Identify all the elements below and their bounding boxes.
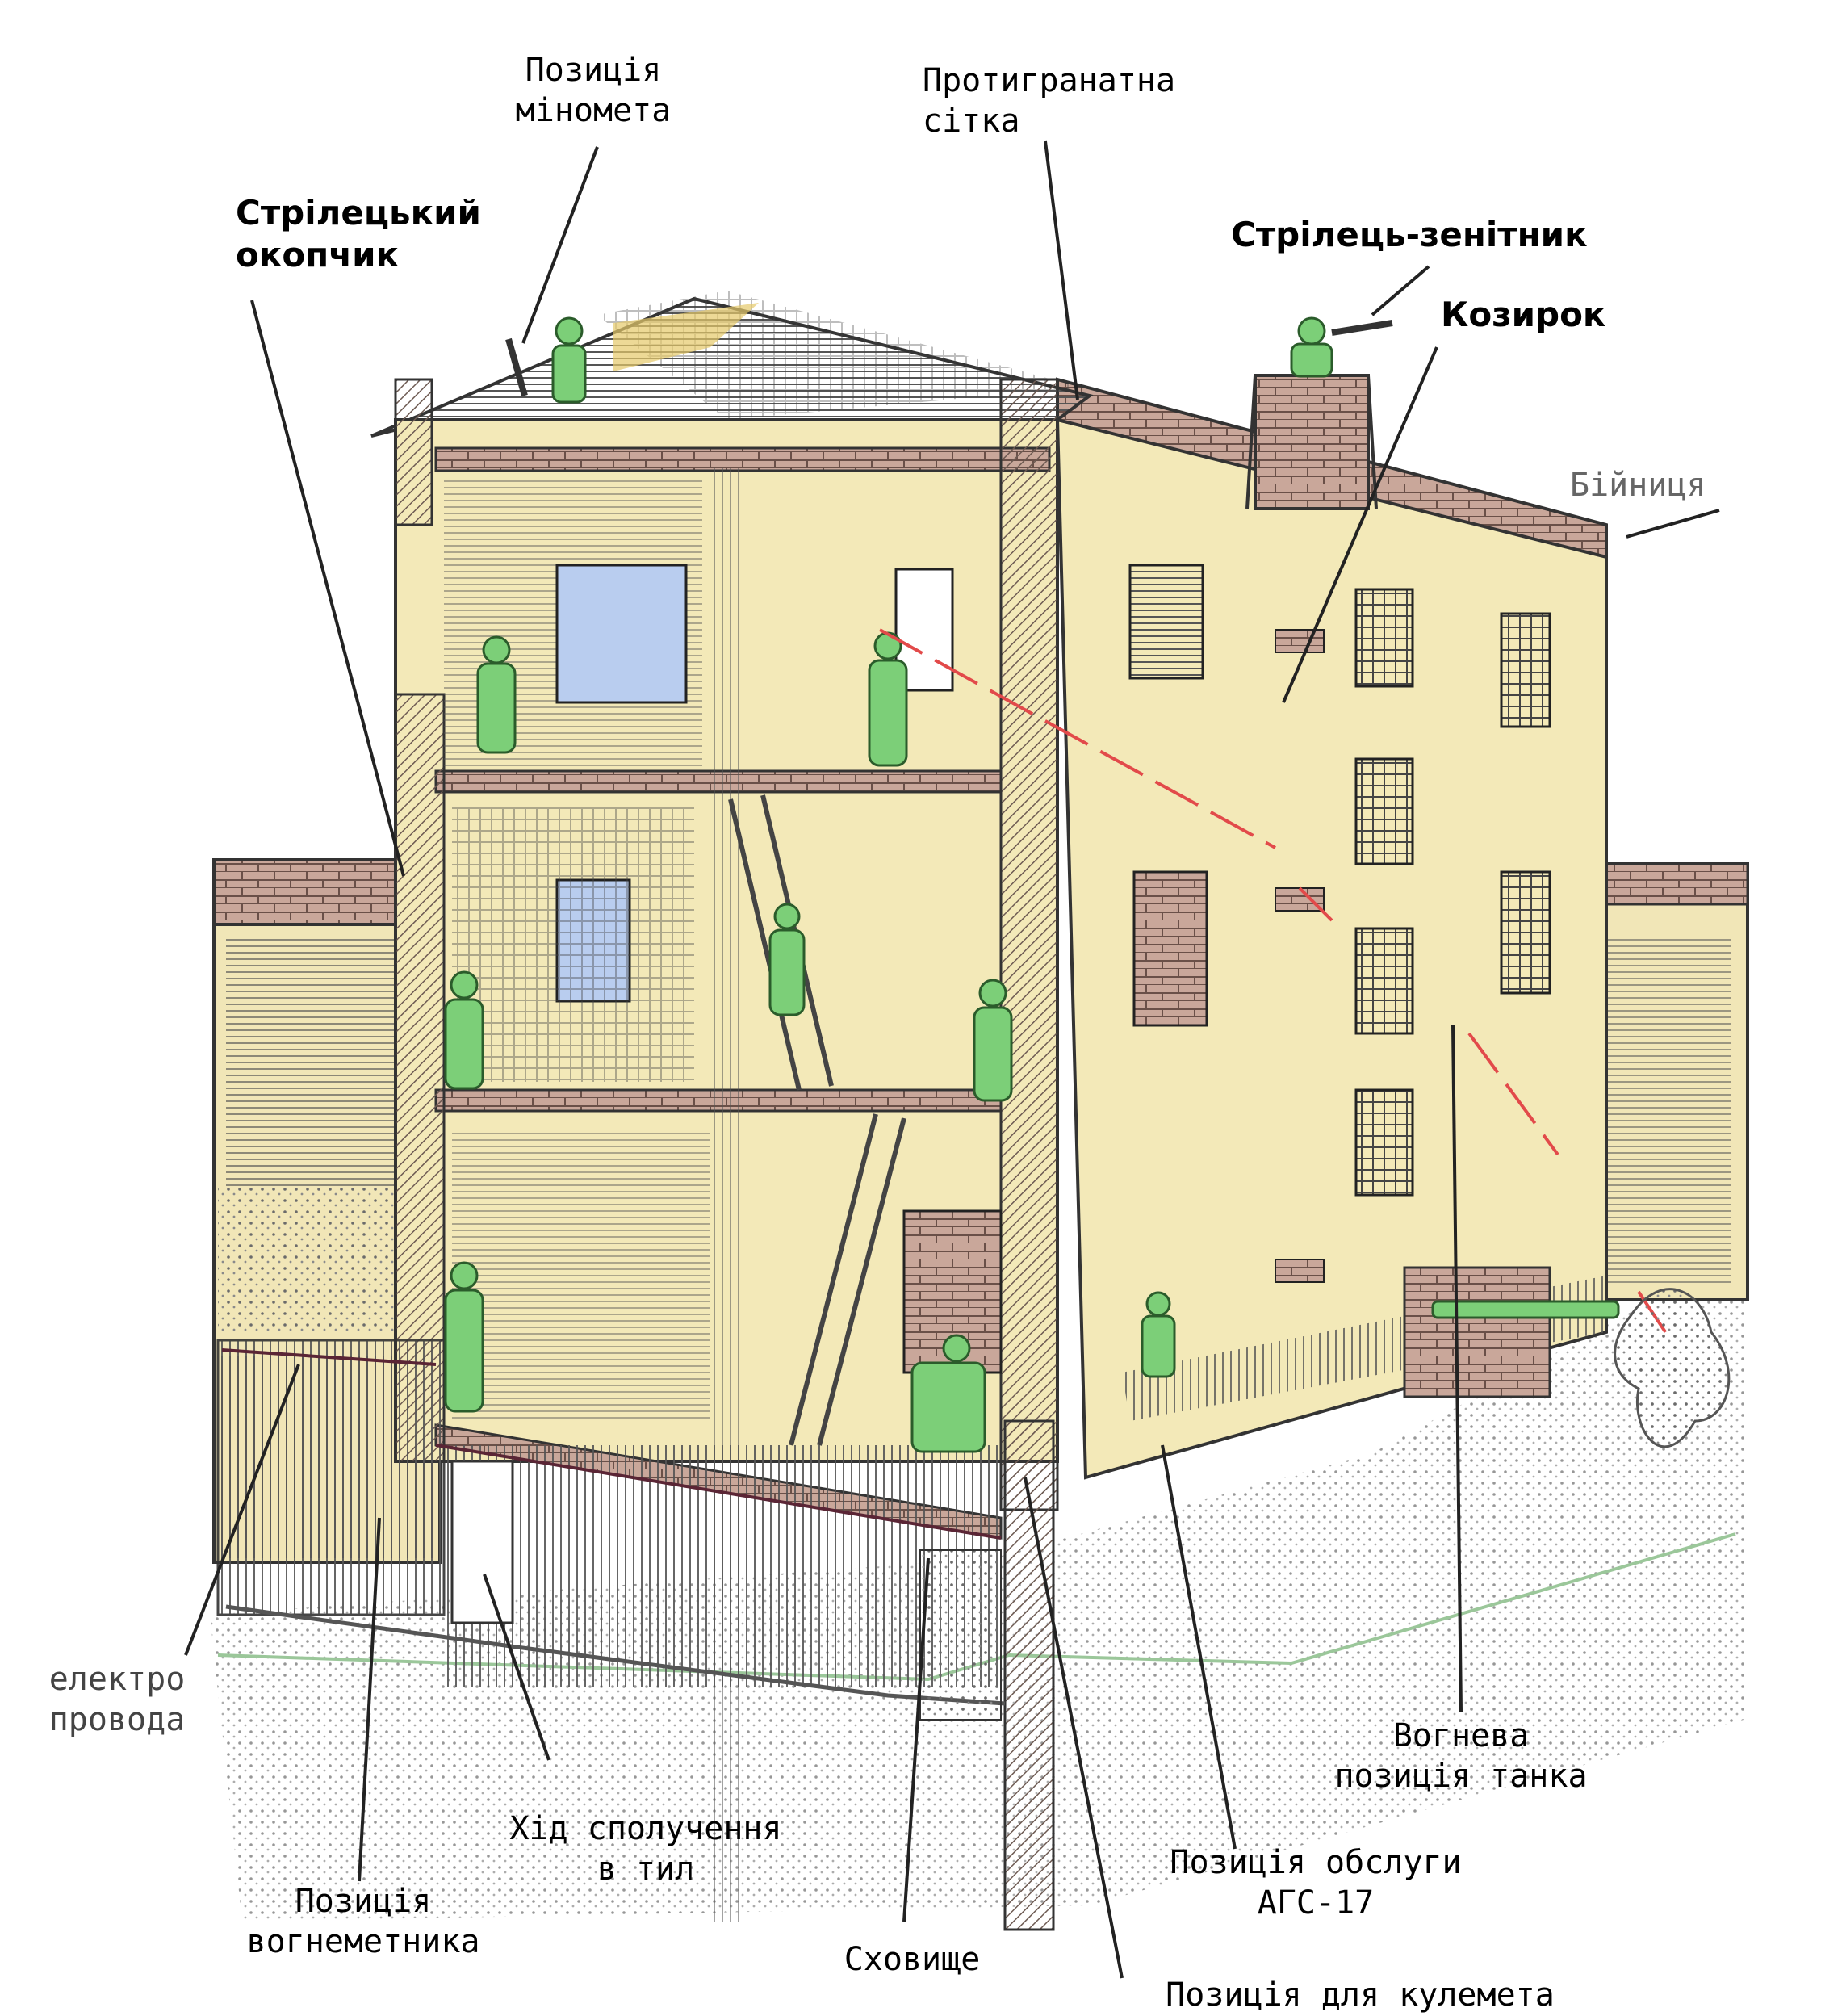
building-cutaway (394, 378, 1059, 1922)
label-flame-line1: Позиція (295, 1883, 432, 1920)
label-tank-line2: позиція танка (1334, 1758, 1588, 1795)
label-wires-line2: провода (48, 1701, 186, 1738)
label-canopy: Козирок (1441, 294, 1618, 336)
label-aa-text: Стрілець-зенітник (1231, 215, 1588, 254)
soldier-rifle-top (476, 635, 517, 754)
soldiers (444, 316, 1620, 1453)
label-loophole: Бійниця (1570, 465, 1748, 505)
label-ags-crew: Позиція обслуги АГС-17 (1122, 1842, 1509, 1923)
soldier-mortar (551, 316, 587, 404)
tank-barrel (1431, 1300, 1620, 1319)
label-mortar-position: Позиція мінометa (484, 50, 702, 131)
label-comm-trench: Хід сполучення в тил (468, 1809, 823, 1889)
label-trench-line2: в тил (597, 1850, 695, 1888)
label-trench-line1: Хід сполучення (509, 1810, 782, 1847)
soldier-flamethrower (444, 1261, 484, 1413)
label-shelter-text: Сховище (844, 1941, 981, 1978)
label-ags-line2: АГС-17 (1257, 1884, 1375, 1922)
soldier-left-mid (444, 970, 484, 1090)
explosion (1614, 1288, 1731, 1448)
label-flamethrower: Позиція вогнеметника (210, 1881, 517, 1962)
label-net-line2: сітка (923, 103, 1020, 140)
label-rifle-line1: Стрілецький (236, 193, 481, 233)
label-antigrenade-net: Протигранатна сітка (923, 61, 1229, 141)
label-flame-line2: вогнеметника (246, 1923, 480, 1960)
label-wires-line1: електро (48, 1661, 186, 1698)
label-mg-text: Позиція для кулемета (1166, 1976, 1555, 2014)
soldier-ladder (768, 903, 806, 1016)
aa-position-block (1245, 374, 1378, 510)
label-ags-line1: Позиція обслуги (1170, 1844, 1462, 1881)
soldier-mg (1141, 1291, 1176, 1378)
electric-wires (221, 1348, 1002, 1540)
soldier-right-mid (973, 979, 1013, 1102)
label-loophole-text: Бійниця (1570, 467, 1706, 504)
soldier-ags (910, 1334, 986, 1453)
roof (370, 291, 1094, 438)
leader-lines (184, 140, 1720, 1979)
label-shelter: Сховище (807, 1939, 1017, 1980)
basement (216, 1339, 1055, 1931)
label-electric-wires: електро провода (24, 1659, 210, 1740)
soldier-aa-gunner (1290, 316, 1333, 378)
label-rifle-line2: окопчик (236, 235, 400, 275)
label-tank-line1: Вогнева (1392, 1717, 1530, 1754)
label-machine-gun: Позиція для кулемета (1118, 1975, 1602, 2015)
label-mortar-line1: Позиція (525, 52, 662, 89)
label-rifle-cell: Стрілецький окопчик (236, 192, 510, 276)
label-aa-gunner: Стрілець-зенітник (1231, 214, 1618, 256)
label-mortar-line2: мінометa (515, 92, 672, 129)
label-canopy-text: Козирок (1441, 295, 1606, 334)
label-net-line1: Протигранатна (923, 62, 1176, 99)
label-tank-position: Вогнева позиція танка (1300, 1716, 1622, 1796)
weapons (505, 320, 1393, 397)
